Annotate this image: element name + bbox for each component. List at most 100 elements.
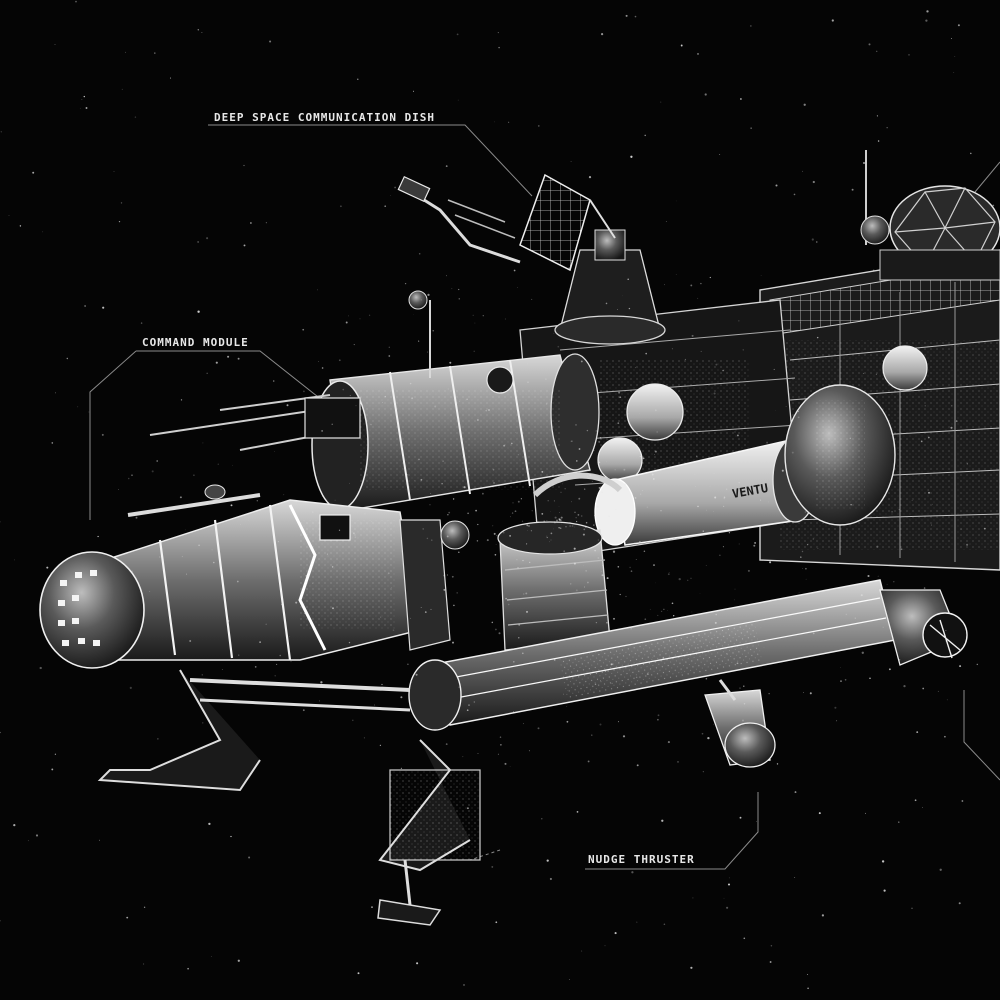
stipple-dot (573, 562, 576, 565)
stipple-dot (420, 478, 423, 481)
star (803, 103, 806, 106)
stipple-dot (923, 587, 926, 589)
stipple-dot (510, 360, 512, 362)
stipple-dot (414, 480, 416, 481)
stipple-dot (580, 360, 583, 363)
stipple-dot (668, 572, 670, 574)
stipple-dot (594, 683, 597, 685)
stipple-dot (318, 361, 319, 363)
stipple-dot (458, 686, 461, 689)
star (458, 298, 460, 300)
stipple-dot (898, 658, 901, 661)
stipple-dot (622, 295, 623, 297)
star (140, 322, 143, 324)
stipple-dot (354, 536, 357, 539)
stipple-dot (636, 764, 639, 767)
stipple-dot (875, 373, 877, 375)
leader-nudge (585, 792, 759, 870)
stipple-dot (719, 554, 721, 557)
star (743, 937, 746, 940)
stipple-dot (800, 556, 802, 558)
star (769, 961, 772, 963)
star (898, 821, 900, 823)
stipple-dot (342, 388, 345, 391)
stipple-dot (364, 513, 366, 515)
stipple-dot (927, 489, 929, 491)
stipple-dot (516, 559, 518, 561)
stipple-dot (432, 330, 434, 332)
stipple-dot (415, 295, 417, 296)
stipple-dot (560, 491, 562, 493)
stipple-dot (332, 607, 334, 610)
stipple-dot (775, 410, 776, 411)
stipple-dot (545, 378, 547, 380)
stipple-dot (722, 505, 725, 508)
stipple-dot (657, 718, 659, 721)
geodesic-dome (860, 150, 1000, 281)
stipple-dot (227, 620, 230, 622)
stipple-dot (517, 500, 520, 503)
star (495, 921, 498, 924)
star (101, 433, 104, 436)
stipple-dot (349, 395, 351, 397)
stipple-scatter (131, 267, 986, 767)
stipple-dot (265, 623, 267, 625)
stipple-dot (836, 720, 838, 722)
star (869, 677, 871, 679)
stipple-dot (521, 652, 524, 655)
stipple-dot (802, 567, 804, 569)
stipple-dot (690, 577, 692, 579)
star (84, 305, 86, 307)
stipple-dot (734, 599, 735, 601)
stipple-dot (840, 680, 842, 682)
stipple-dot (654, 409, 657, 412)
stipple-dot (558, 512, 560, 513)
stipple-dot (617, 422, 620, 425)
lower-boom (408, 579, 968, 731)
stipple-dot (797, 416, 800, 419)
stipple-dot (803, 692, 804, 693)
stipple-dot (418, 666, 421, 669)
star (77, 406, 79, 408)
stipple-dot (363, 737, 365, 739)
stipple-dot (451, 575, 454, 578)
stipple-dot (799, 322, 801, 324)
stipple-dot (360, 523, 362, 525)
star (134, 116, 137, 118)
upper-hab-cylinder (149, 290, 600, 511)
star (622, 735, 626, 738)
star (27, 840, 29, 842)
stipple-dot (503, 444, 505, 447)
stipple-dot (495, 544, 497, 545)
stipple-dot (331, 423, 333, 425)
star (126, 916, 129, 919)
stipple-dot (575, 520, 578, 523)
star (243, 244, 246, 247)
star (793, 193, 796, 196)
star (886, 127, 888, 129)
stipple-dot (642, 490, 643, 492)
stipple-dot (675, 274, 677, 275)
star (508, 121, 510, 123)
star (549, 877, 552, 881)
star (187, 967, 189, 970)
star (55, 392, 56, 394)
stipple-dot (381, 402, 383, 403)
stipple-dot (854, 617, 856, 619)
star (445, 275, 447, 277)
stipple-dot (867, 574, 870, 578)
star (265, 222, 267, 224)
stipple-dot (220, 429, 222, 430)
star (81, 99, 83, 101)
stipple-dot (805, 567, 807, 570)
stipple-dot (598, 515, 600, 516)
stipple-dot (507, 603, 510, 606)
stipple-dot (179, 496, 182, 499)
stipple-dot (135, 516, 138, 519)
stipple-dot (498, 632, 501, 635)
stipple-dot (736, 662, 739, 665)
stipple-dot (697, 505, 699, 508)
command-module-windows (58, 570, 100, 646)
star (513, 269, 516, 272)
stipple-dot (654, 454, 655, 455)
